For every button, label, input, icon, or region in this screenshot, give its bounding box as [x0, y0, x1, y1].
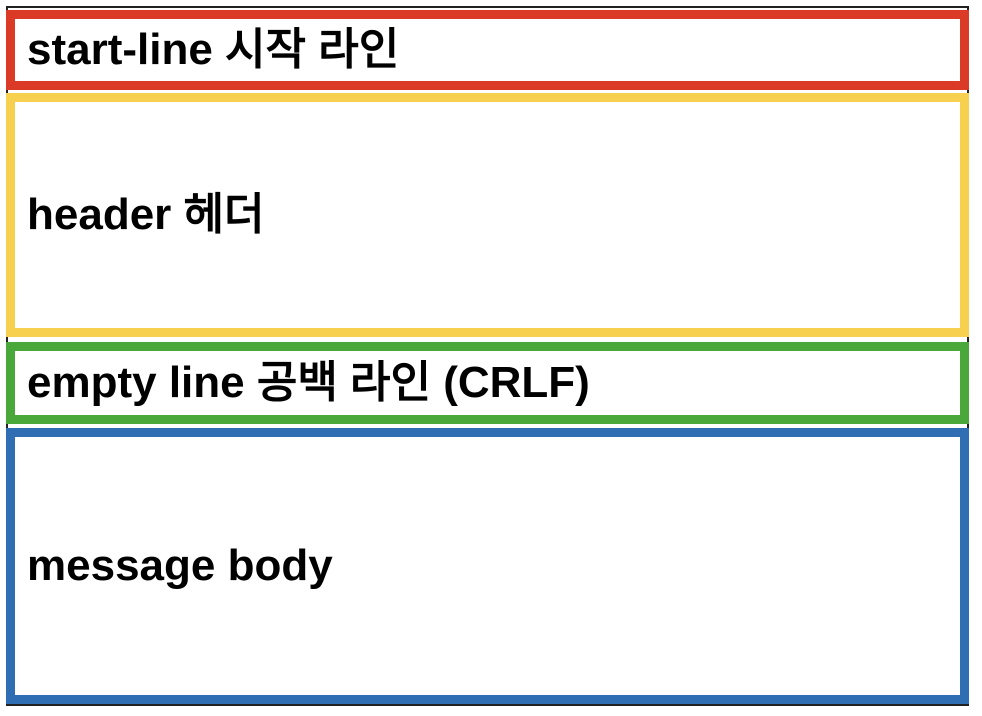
empty-line-label: empty line 공백 라인 (CRLF)	[27, 358, 590, 407]
message-body-label: message body	[27, 541, 333, 590]
empty-line-section: empty line 공백 라인 (CRLF)	[6, 342, 969, 424]
message-body-section: message body	[6, 428, 969, 704]
header-label: header 헤더	[27, 190, 265, 239]
start-line-label: start-line 시작 라인	[27, 25, 400, 74]
start-line-section: start-line 시작 라인	[6, 10, 969, 90]
header-section: header 헤더	[6, 93, 969, 337]
